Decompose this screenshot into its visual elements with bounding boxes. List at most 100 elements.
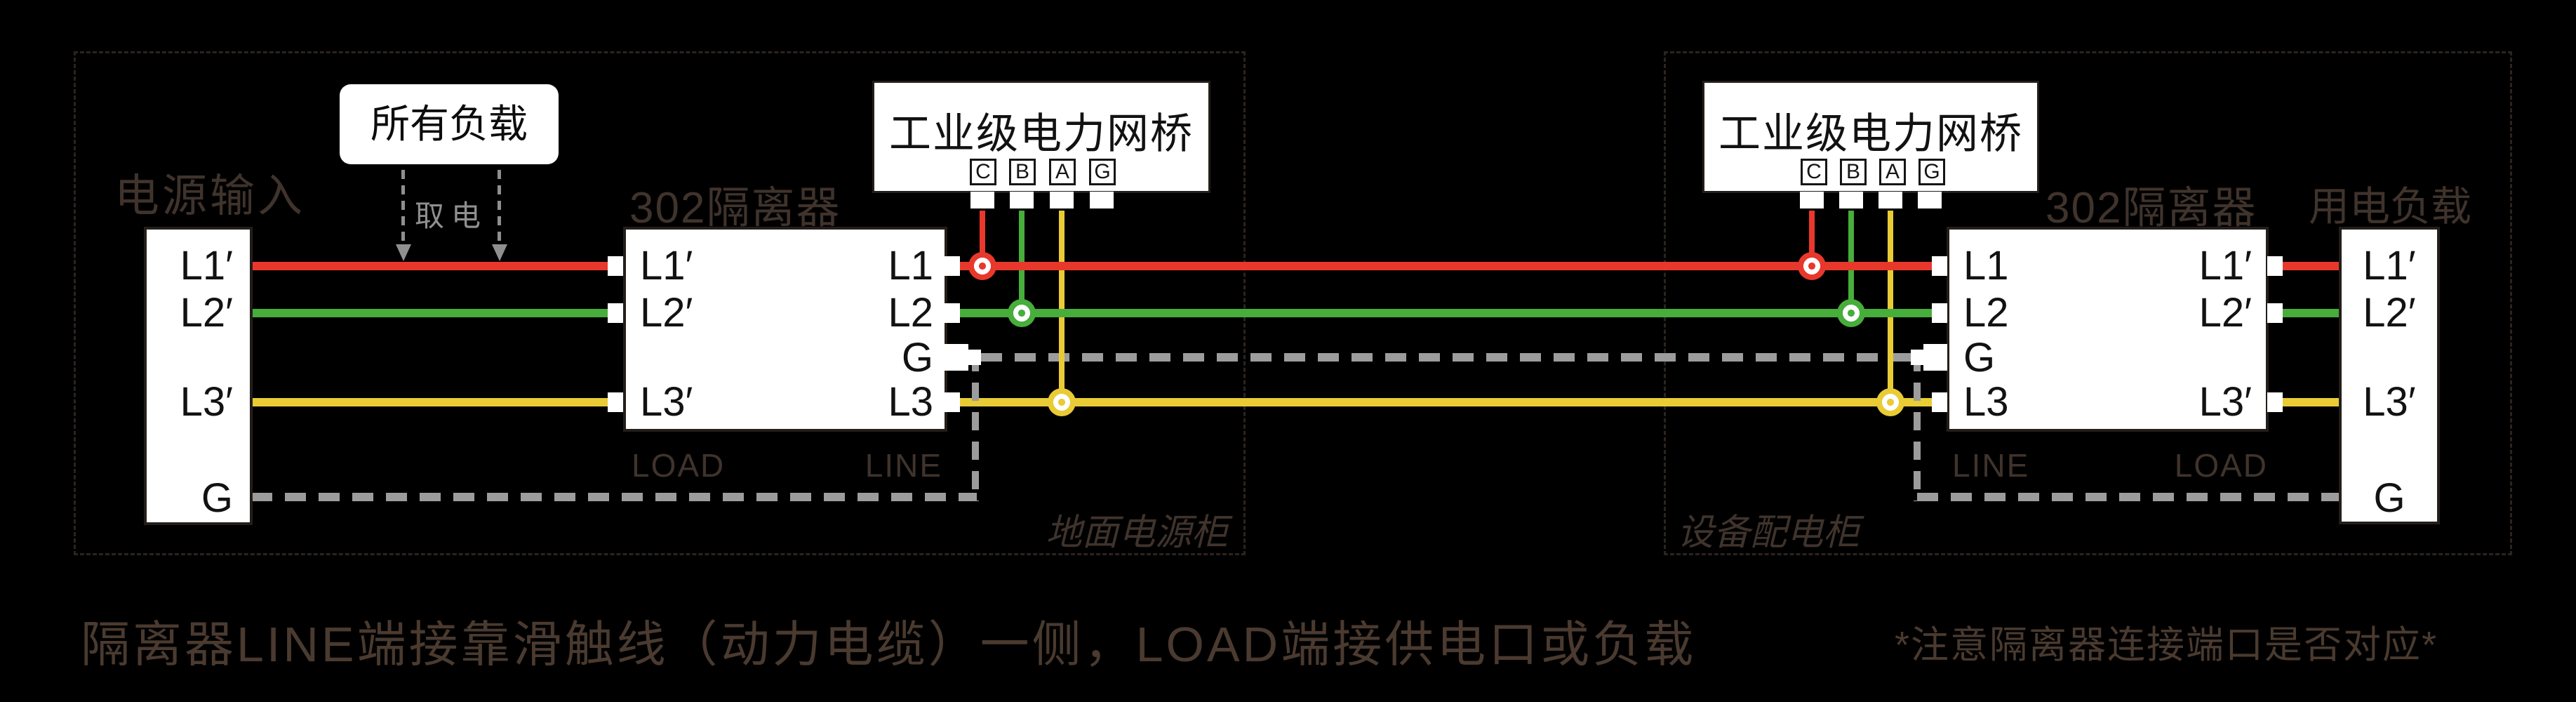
l3-wire-left bbox=[250, 398, 609, 406]
ground-riser-left bbox=[972, 353, 979, 501]
terminal-label: G bbox=[2373, 475, 2405, 521]
bridge-port-b: B bbox=[1840, 159, 1867, 185]
terminal-label: G bbox=[1963, 335, 1996, 380]
bridge-pin bbox=[1839, 192, 1863, 208]
terminal-label: L3′ bbox=[2363, 379, 2416, 425]
isolator-left-box: L1′ L2′ L3′ L1 L2 G L3 bbox=[623, 227, 947, 432]
pin bbox=[2267, 256, 2283, 276]
tap-connector-l2-right bbox=[1837, 299, 1865, 327]
bridge-left-a-drop bbox=[1059, 211, 1065, 406]
pin bbox=[608, 303, 623, 323]
pin bbox=[2267, 303, 2283, 323]
terminal-label: G bbox=[901, 335, 933, 380]
bridge-pin bbox=[1918, 192, 1942, 208]
pin bbox=[608, 392, 623, 412]
bottom-caption: 隔离器LINE端接靠滑触线（动力电缆）一侧，LOAD端接供电口或负载 bbox=[81, 617, 1697, 672]
terminal-label: L2′ bbox=[2198, 290, 2252, 336]
bridge-pin bbox=[970, 192, 994, 208]
ground-cabinet-label: 地面电源柜 bbox=[1045, 512, 1228, 553]
terminal-label: L1′ bbox=[180, 243, 233, 289]
terminal-label: L3′ bbox=[2198, 379, 2252, 425]
iso-left-line-side: LINE bbox=[865, 447, 942, 484]
bridge-port-c: C bbox=[970, 159, 996, 185]
isolator-right-box: L1 L2 G L3 L1′ L2′ L3′ bbox=[1947, 227, 2269, 432]
pin bbox=[945, 392, 960, 412]
isolator-title-right: 302隔离器 bbox=[2046, 184, 2257, 232]
bridge-pin bbox=[1010, 192, 1034, 208]
bridge-port-c: C bbox=[1801, 159, 1827, 185]
take-power-arrowhead-right bbox=[492, 244, 507, 261]
bridge-port-a: A bbox=[1879, 159, 1906, 185]
terminal-label: L2 bbox=[1963, 290, 2009, 336]
l1-wire-left bbox=[250, 262, 609, 270]
pin bbox=[945, 256, 960, 276]
take-power-arrow-left bbox=[401, 170, 405, 246]
terminal-label: G bbox=[201, 475, 233, 521]
port-match-note: *注意隔离器连接端口是否对应* bbox=[1895, 624, 2438, 666]
l1-wire-span bbox=[959, 262, 1934, 270]
source-terminal-box: L1′ L2′ L3′ G bbox=[144, 227, 253, 525]
pin bbox=[1932, 392, 1947, 412]
terminal-label: L3′ bbox=[180, 379, 233, 425]
bridge-title: 工业级电力网桥 bbox=[889, 110, 1194, 157]
pin bbox=[1932, 303, 1947, 323]
ground-pin-small bbox=[968, 350, 981, 365]
terminal-label: L3 bbox=[888, 379, 933, 425]
pin bbox=[1932, 256, 1947, 276]
bridge-right-a-drop bbox=[1888, 211, 1893, 406]
terminal-label: L3′ bbox=[640, 379, 693, 425]
power-load-label: 用电负载 bbox=[2309, 184, 2472, 230]
terminal-label: L1′ bbox=[2363, 243, 2416, 289]
isolator-title-left: 302隔离器 bbox=[629, 184, 841, 232]
ground-pin-large bbox=[1923, 344, 1947, 371]
bridge-pin bbox=[1878, 192, 1902, 208]
ground-pin-small bbox=[1911, 350, 1923, 365]
all-loads-callout: 所有负载 bbox=[340, 84, 559, 164]
l3-wire-span bbox=[959, 398, 1934, 406]
equipment-cabinet-label: 设备配电柜 bbox=[1677, 512, 1860, 553]
pin bbox=[2267, 392, 2283, 412]
terminal-label: L1′ bbox=[2198, 243, 2252, 289]
bridge-pin bbox=[1800, 192, 1824, 208]
ground-wire-right-outer bbox=[1917, 493, 2340, 501]
ground-wire-line-span bbox=[981, 353, 1913, 362]
terminal-label: L1 bbox=[888, 243, 933, 289]
take-power-arrow-right bbox=[498, 170, 501, 246]
terminal-label: L2 bbox=[888, 290, 933, 336]
bridge-port-g: G bbox=[1089, 159, 1116, 185]
tap-connector-l3-right bbox=[1876, 388, 1904, 416]
load-terminal-box: L1′ L2′ L3′ G bbox=[2339, 227, 2440, 524]
ground-power-cabinet-outline bbox=[74, 51, 1246, 555]
pin bbox=[945, 303, 960, 323]
pin bbox=[608, 256, 623, 276]
iso-right-load-side: LOAD bbox=[2174, 447, 2268, 484]
tap-connector-l3-left bbox=[1048, 388, 1076, 416]
bridge-pin bbox=[1050, 192, 1074, 208]
ground-pin-large bbox=[945, 344, 968, 371]
terminal-label: L2′ bbox=[2363, 290, 2416, 336]
tap-connector-l2-left bbox=[1008, 299, 1036, 327]
l2-wire-span bbox=[959, 309, 1934, 317]
bridge-left-c-drop bbox=[980, 211, 985, 271]
tap-connector-l1-left bbox=[968, 252, 996, 280]
l2-wire-left bbox=[250, 309, 609, 317]
power-bridge-right-box: 工业级电力网桥 C B A G bbox=[1702, 81, 2039, 193]
l3-wire-right bbox=[2281, 398, 2340, 406]
iso-right-line-side: LINE bbox=[1952, 447, 2030, 484]
terminal-label: L1 bbox=[1963, 243, 2009, 289]
l1-wire-right bbox=[2281, 262, 2340, 270]
bridge-port-a: A bbox=[1049, 159, 1076, 185]
ground-wire-left-outer bbox=[251, 493, 977, 501]
take-power-label: 取电 bbox=[414, 199, 488, 232]
iso-left-load-side: LOAD bbox=[632, 447, 726, 484]
power-bridge-left-box: 工业级电力网桥 C B A G bbox=[872, 81, 1210, 193]
terminal-label: L3 bbox=[1963, 379, 2009, 425]
ground-riser-right bbox=[1914, 353, 1921, 501]
power-input-label: 电源输入 bbox=[114, 171, 305, 221]
bridge-port-b: B bbox=[1009, 159, 1036, 185]
equipment-cabinet-outline bbox=[1664, 51, 2512, 555]
terminal-label: L2′ bbox=[640, 290, 693, 336]
all-loads-label: 所有负载 bbox=[371, 102, 528, 146]
l2-wire-right bbox=[2281, 309, 2340, 317]
